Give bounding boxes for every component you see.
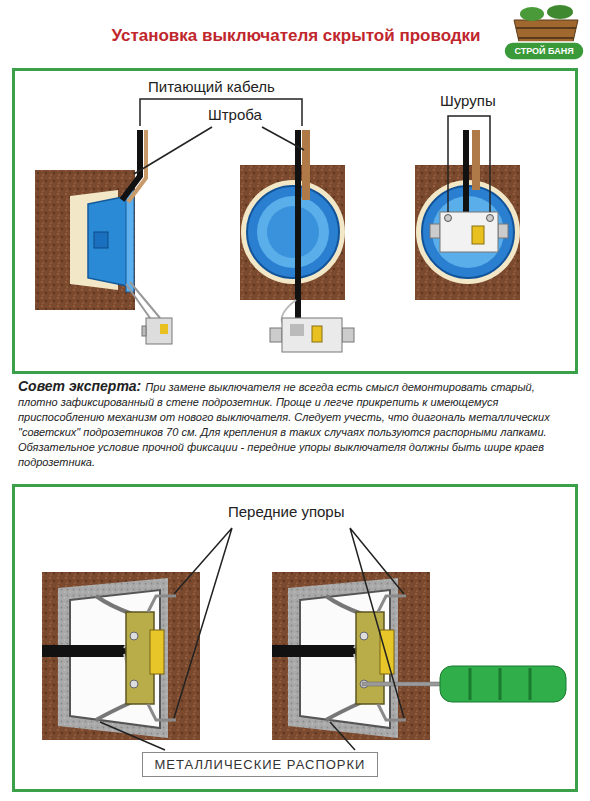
switch-mechanism <box>282 318 342 352</box>
wall <box>240 165 345 300</box>
box-cup <box>88 196 128 286</box>
cable <box>463 130 469 214</box>
box-cup <box>247 186 339 278</box>
spacers-leader <box>100 722 355 750</box>
box-inner <box>257 196 329 268</box>
wall <box>35 170 135 310</box>
recess <box>241 180 345 284</box>
bottom-panel: Передние упорыМЕТАЛЛИЧЕСКИЕ РАСПОРКИ <box>12 484 578 792</box>
box-flange <box>126 190 134 292</box>
tip-heading: Совет эксперта: <box>18 378 141 394</box>
screwdriver-shaft <box>362 682 444 686</box>
cable-label: Питающий кабель <box>148 78 275 95</box>
terminal <box>472 226 484 244</box>
handle-grooves <box>470 668 530 700</box>
logo-leaves <box>520 7 544 21</box>
chase-leader <box>134 127 212 174</box>
stops-leader <box>174 528 404 718</box>
logo-banner <box>504 42 584 60</box>
switch-mechanism <box>146 318 172 344</box>
chase <box>302 130 310 200</box>
tab <box>498 224 508 238</box>
logo-leaves <box>547 5 573 19</box>
screw <box>445 215 452 222</box>
box-bottom <box>267 206 319 258</box>
spacers-label: МЕТАЛЛИЧЕСКИЕ РАСПОРКИ <box>155 757 366 772</box>
top-panel: Питающий кабельШтроба Шурупы <box>12 68 578 374</box>
tab <box>430 224 440 238</box>
chase-leader <box>262 127 304 150</box>
switch-section <box>272 572 430 740</box>
logo-hoops <box>516 28 576 38</box>
cable-bracket <box>140 99 302 126</box>
diagram-title: Установка выключателя скрытой проводки <box>111 26 480 46</box>
screwdriver-handle <box>440 666 566 702</box>
switch-section <box>42 572 200 740</box>
wires <box>126 282 160 318</box>
switch-mechanism <box>440 212 498 252</box>
terminal <box>290 324 304 336</box>
tip-body: При замене выключателя не всегда есть см… <box>18 381 550 468</box>
box-detail <box>94 232 108 248</box>
expert-tip: Совет эксперта:При замене выключателя не… <box>18 379 574 469</box>
tab <box>142 326 146 336</box>
screws-label: Шурупы <box>440 92 496 109</box>
spacers-box: МЕТАЛЛИЧЕСКИЕ РАСПОРКИ <box>142 752 379 777</box>
cable <box>122 130 140 200</box>
cable <box>295 130 301 318</box>
terminal <box>160 324 168 334</box>
chase <box>472 130 480 190</box>
screws-bracket <box>448 116 490 212</box>
screw <box>487 215 494 222</box>
tab <box>270 328 282 342</box>
logo-text: СТРОЙ БАНЯ <box>514 46 573 56</box>
chase-label: Штроба <box>208 106 262 123</box>
stops-label: Передние упоры <box>228 503 345 520</box>
tab <box>342 328 354 342</box>
terminal <box>312 326 322 342</box>
